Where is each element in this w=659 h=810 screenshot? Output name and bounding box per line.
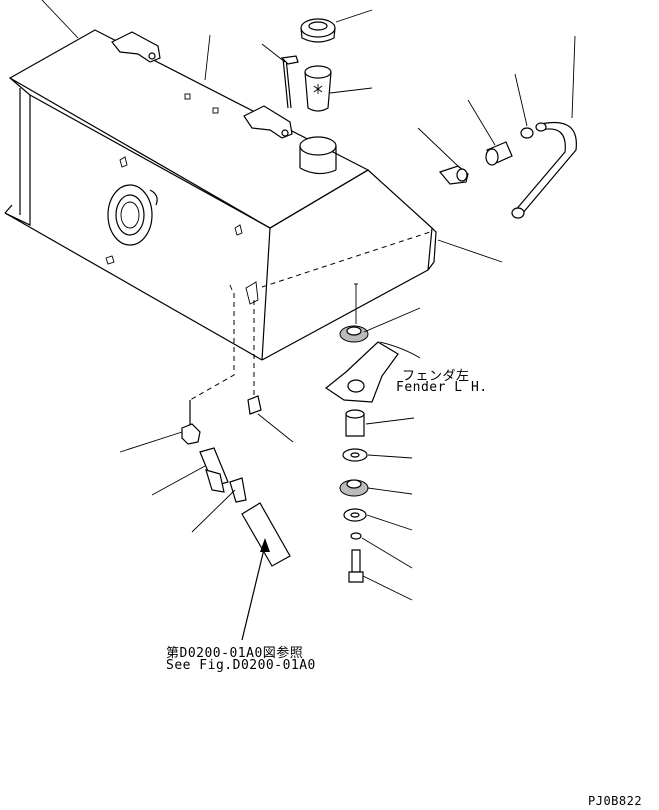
fender-bracket bbox=[324, 341, 399, 403]
fender-label-jp: フェンダ左 bbox=[402, 369, 470, 384]
drain-valve bbox=[181, 423, 201, 445]
filler-cap-group bbox=[300, 18, 336, 43]
tank-bracket-front bbox=[111, 31, 161, 63]
gauge-flange bbox=[107, 184, 153, 246]
drain-plug bbox=[247, 395, 262, 415]
return-hose bbox=[521, 122, 577, 215]
hose-clamp bbox=[520, 127, 534, 139]
drain-hose bbox=[241, 502, 291, 567]
mount-bolt bbox=[351, 549, 361, 573]
level-rod bbox=[280, 55, 299, 109]
fuel-tank bbox=[4, 29, 437, 361]
drain-line-parts bbox=[181, 231, 431, 567]
fender-label-en: Fender L H. bbox=[396, 380, 488, 395]
reference-label-en: See Fig.D0200-01A0 bbox=[166, 658, 316, 673]
mount-stack bbox=[324, 283, 399, 583]
mount-washer bbox=[342, 448, 368, 462]
drain-nipple bbox=[229, 477, 247, 503]
filler-neck bbox=[299, 136, 337, 156]
mount-plate-washer bbox=[343, 508, 367, 522]
drawing-code: PJ0B822 bbox=[588, 794, 643, 808]
leader-lines bbox=[41, 0, 576, 641]
strainer bbox=[304, 65, 332, 79]
tank-bracket-rear bbox=[243, 105, 293, 139]
strainer-group bbox=[304, 65, 332, 112]
return-line-parts bbox=[438, 122, 577, 219]
reference-label-jp: 第D0200-01A0図参照 bbox=[166, 646, 304, 661]
lock-washer bbox=[350, 532, 362, 540]
